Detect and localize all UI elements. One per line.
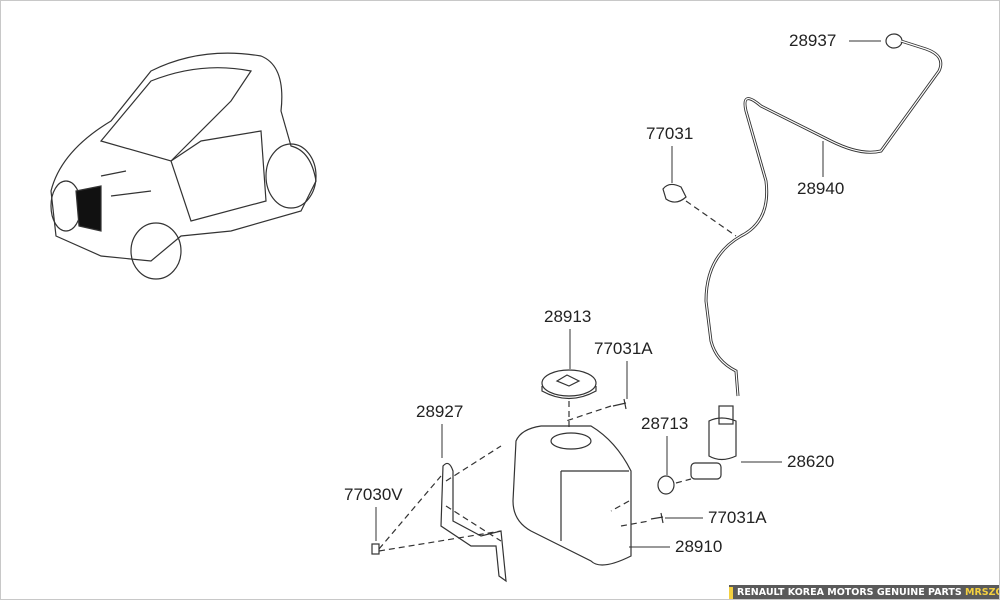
screw-side [650, 512, 664, 524]
screw-top [612, 398, 627, 410]
washer-hose [704, 33, 943, 397]
part-label-28620: 28620 [787, 452, 835, 471]
banner-text: RENAULT KOREA MOTORS GENUINE PARTS [737, 587, 962, 598]
part-label-28913: 28913 [544, 307, 592, 326]
banner-brand: MRSZONE [965, 587, 999, 598]
part-label-77030v: 77030V [344, 485, 403, 504]
part-label-77031: 77031 [646, 124, 694, 143]
part-label-28910: 28910 [675, 537, 723, 556]
grommet [657, 475, 675, 495]
nut [371, 543, 380, 555]
part-label-28927: 28927 [416, 402, 464, 421]
banner-accent [729, 587, 733, 599]
part-label-77031a-side: 77031A [708, 508, 767, 527]
part-label-28937: 28937 [789, 31, 837, 50]
reservoir-cap [541, 369, 597, 400]
part-label-28940: 28940 [797, 179, 845, 198]
leader-lines [375, 40, 881, 548]
clip-77031 [662, 183, 687, 203]
vehicle-illustration [50, 52, 317, 280]
washer-reservoir [512, 401, 650, 566]
watermark-banner: RENAULT KOREA MOTORS GENUINE PARTS MRSZO… [729, 585, 999, 599]
part-label-28713: 28713 [641, 414, 689, 433]
washer-pump [690, 405, 737, 480]
part-label-77031a-top: 77031A [594, 339, 653, 358]
bracket [440, 445, 507, 583]
